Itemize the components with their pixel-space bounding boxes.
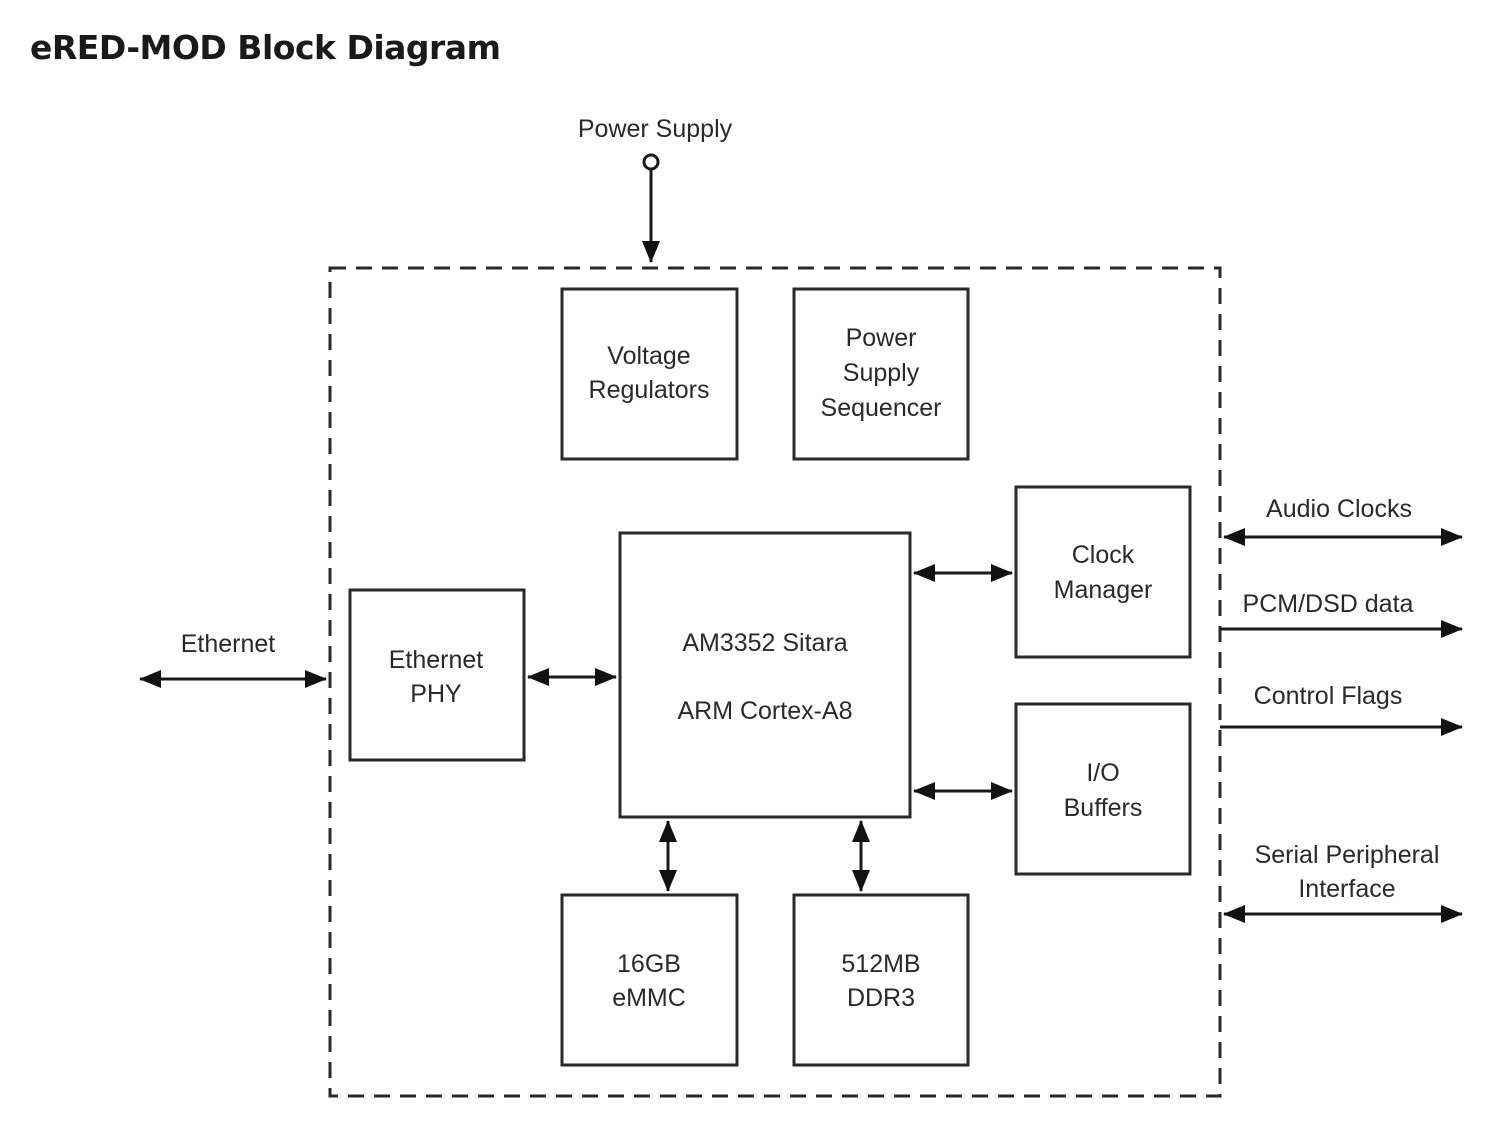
block-ddr3[interactable]: 512MB DDR3 [792,893,970,1067]
block-emmc[interactable]: 16GB eMMC [560,893,739,1067]
power-supply-terminal-icon [642,153,660,171]
power-supply-label: Power Supply [578,115,733,143]
block-label: Supply [843,359,920,387]
block-clock-manager[interactable]: Clock Manager [1014,485,1192,659]
module-boundary [328,266,1222,1098]
cpu-label-line1: AM3352 Sitara [682,629,847,657]
diagram-title: eRED-MOD Block Diagram [30,28,501,67]
block-label: Buffers [1064,794,1143,822]
block-label: 512MB [841,950,920,978]
block-label: Ethernet [389,646,484,674]
spi-label-line2: Interface [1298,875,1395,903]
block-label: I/O [1086,759,1119,787]
block-label: Power [846,324,917,352]
audio-clocks-label: Audio Clocks [1266,495,1412,523]
spi-label-line1: Serial Peripheral [1255,841,1440,869]
block-voltage-regulators[interactable]: Voltage Regulators [560,287,739,461]
block-label: DDR3 [847,984,915,1012]
block-cpu[interactable]: AM3352 Sitara ARM Cortex-A8 [618,531,912,819]
block-label: Voltage [607,342,690,370]
block-power-supply-sequencer[interactable]: Power Supply Sequencer [792,287,970,461]
cpu-label-line2: ARM Cortex-A8 [677,697,852,725]
block-label: 16GB [617,950,681,978]
pcm-dsd-label: PCM/DSD data [1243,590,1414,618]
block-io-buffers[interactable]: I/O Buffers [1014,702,1192,876]
block-ethernet-phy[interactable]: Ethernet PHY [348,588,526,762]
block-label: Regulators [589,376,710,404]
block-label: Sequencer [821,394,942,422]
block-label: eMMC [612,984,686,1012]
control-flags-label: Control Flags [1254,682,1403,710]
block-label: PHY [410,680,462,708]
block-label: Manager [1054,576,1153,604]
ethernet-label: Ethernet [181,630,276,658]
block-label: Clock [1072,541,1135,569]
